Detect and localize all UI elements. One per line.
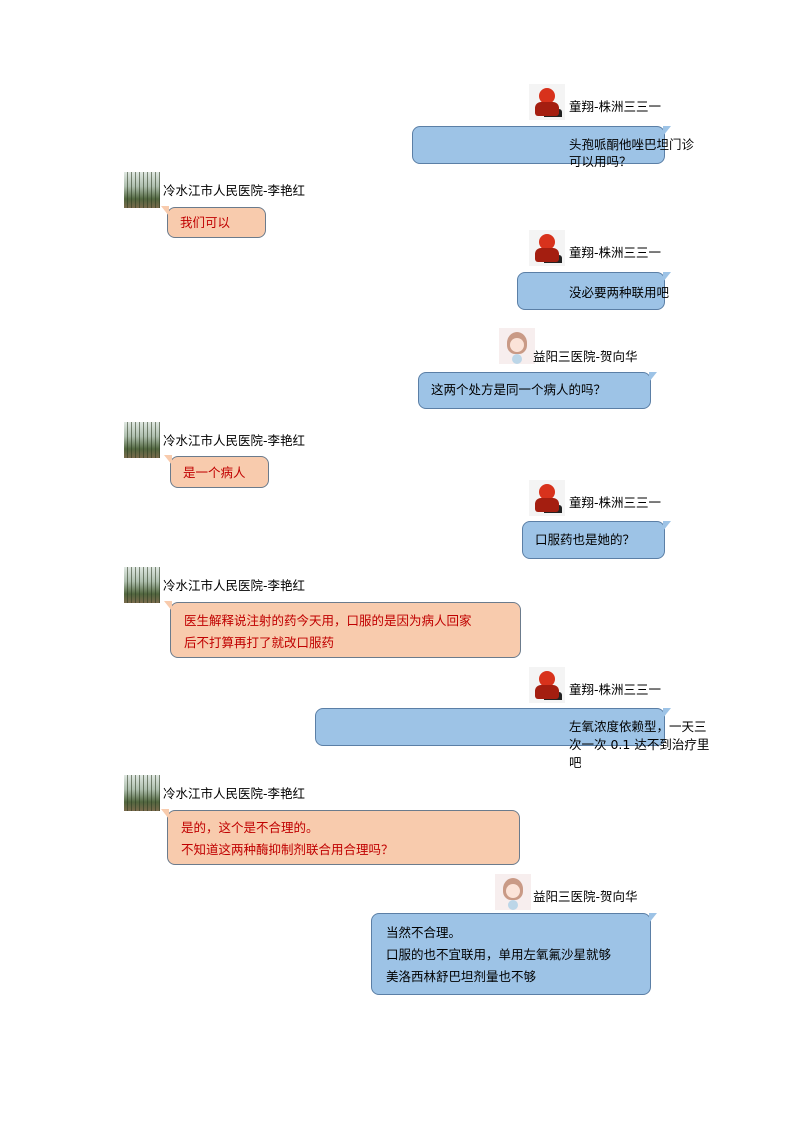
message-line: 医生解释说注射的药今天用，口服的是因为病人回家 xyxy=(184,613,472,628)
avatar-liyanhong xyxy=(124,172,160,208)
message-text: 当然不合理。口服的也不宜联用，单用左氧氟沙星就够美洛西林舒巴坦剂量也不够 xyxy=(386,922,611,988)
sender-name: 益阳三医院-贺向华 xyxy=(533,349,638,364)
avatar-hexianghua xyxy=(499,328,535,364)
message-line: 口服的也不宜联用，单用左氧氟沙星就够 xyxy=(386,947,612,962)
sender-name: 童翔-株洲三三一 xyxy=(569,245,662,260)
avatar-tongxiang xyxy=(529,84,565,120)
message-text: 左氧浓度依赖型，一天三次一次 0.1 达不到治疗里吧 xyxy=(569,718,709,772)
sender-name: 童翔-株洲三三一 xyxy=(569,99,662,114)
sender-name: 童翔-株洲三三一 xyxy=(569,495,662,510)
avatar-hexianghua xyxy=(495,874,531,910)
message-line: 不知道这两种酶抑制剂联合用合理吗？ xyxy=(181,842,394,857)
sender-name: 童翔-株洲三三一 xyxy=(569,682,662,697)
message-bubble xyxy=(161,809,520,865)
message-line: 头孢哌酮他唑巴坦门诊 xyxy=(569,137,695,152)
message-text: 头孢哌酮他唑巴坦门诊可以用吗？ xyxy=(569,136,694,170)
message-text: 是一个病人 xyxy=(183,465,246,480)
message-line: 是的，这个是不合理的。 xyxy=(181,820,319,835)
avatar-tongxiang xyxy=(529,667,565,703)
message-bubble xyxy=(164,601,521,658)
message-bubble xyxy=(418,372,657,409)
avatar-tongxiang xyxy=(529,230,565,266)
message-bubble xyxy=(371,913,657,995)
sender-name: 冷水江市人民医院-李艳红 xyxy=(163,433,306,448)
message-bubble xyxy=(517,272,671,310)
avatar-liyanhong xyxy=(124,567,160,603)
message-text: 没必要两种联用吧 xyxy=(569,285,670,300)
message-bubble xyxy=(412,126,671,164)
message-line: 左氧浓度依赖型，一天三 xyxy=(569,719,707,734)
message-line: 可以用吗？ xyxy=(569,154,632,169)
message-text: 这两个处方是同一个病人的吗？ xyxy=(431,382,607,397)
sender-name: 冷水江市人民医院-李艳红 xyxy=(163,183,306,198)
avatar-liyanhong xyxy=(124,775,160,811)
message-text: 是的，这个是不合理的。不知道这两种酶抑制剂联合用合理吗？ xyxy=(181,817,394,861)
sender-name: 益阳三医院-贺向华 xyxy=(533,889,638,904)
sender-name: 冷水江市人民医院-李艳红 xyxy=(163,578,306,593)
message-line: 后不打算再打了就改口服药 xyxy=(184,635,335,650)
message-bubble xyxy=(315,708,671,746)
message-text: 我们可以 xyxy=(180,215,231,230)
message-bubble xyxy=(164,455,269,488)
message-text: 口服药也是她的？ xyxy=(535,532,636,547)
message-bubble xyxy=(161,206,266,238)
sender-name: 冷水江市人民医院-李艳红 xyxy=(163,786,306,801)
message-line: 吧 xyxy=(569,755,582,770)
message-bubble xyxy=(522,521,671,559)
avatar-liyanhong xyxy=(124,422,160,458)
message-line: 次一次 0.1 达不到治疗里 xyxy=(569,737,710,752)
avatar-tongxiang xyxy=(529,480,565,516)
message-line: 当然不合理。 xyxy=(386,925,462,940)
message-text: 医生解释说注射的药今天用，口服的是因为病人回家后不打算再打了就改口服药 xyxy=(184,610,472,654)
message-line: 美洛西林舒巴坦剂量也不够 xyxy=(386,969,537,984)
